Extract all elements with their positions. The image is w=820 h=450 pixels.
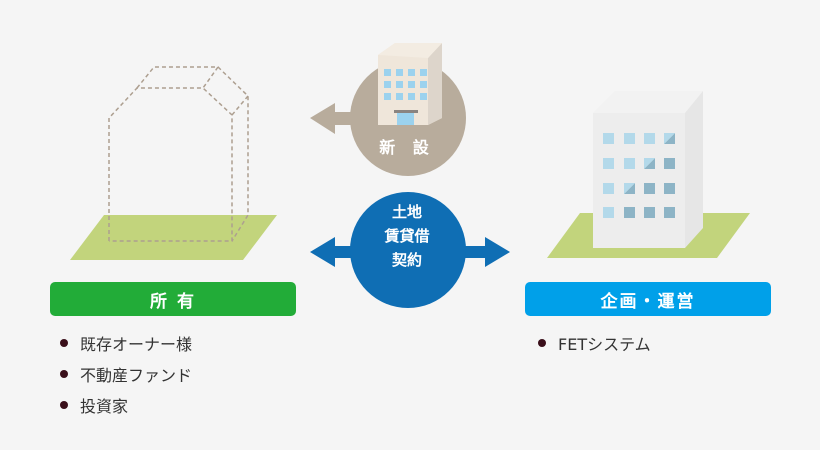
arrow-left-lease [310,237,370,267]
planning-heading: 企画・運営 [525,282,771,316]
lease-contract-circle [350,192,466,308]
bullet-icon [60,400,68,409]
lease-contract-label: 土地 賃貸借 契約 [362,200,452,272]
list-item-label: 既存オーナー様 [80,334,193,354]
bullet-icon [60,338,68,347]
land-left [70,215,277,260]
list-item: 既存オーナー様 [60,327,192,358]
new-construction-label: 新 設 [379,138,435,157]
small-building-icon [378,43,442,125]
planning-list: FETシステム [538,327,651,358]
list-item: 不動産ファンド [60,358,192,389]
owner-heading: 所 有 [50,282,296,316]
managed-building-icon [593,91,703,248]
owner-list: 既存オーナー様 不動産ファンド 投資家 [60,327,192,420]
lease-line: 土地 [391,203,422,221]
bullet-icon [60,369,68,378]
arrow-right-lease [450,237,510,267]
list-item: 投資家 [60,389,192,420]
lease-line: 賃貸借 [384,227,430,245]
list-item-label: FETシステム [558,334,651,354]
bullet-icon [538,338,546,347]
arrow-left-new [310,103,360,134]
list-item-label: 投資家 [80,396,129,416]
list-item-label: 不動産ファンド [80,365,193,385]
planned-building-outline-icon [108,66,249,242]
lease-line: 契約 [391,251,422,269]
list-item: FETシステム [538,327,651,358]
